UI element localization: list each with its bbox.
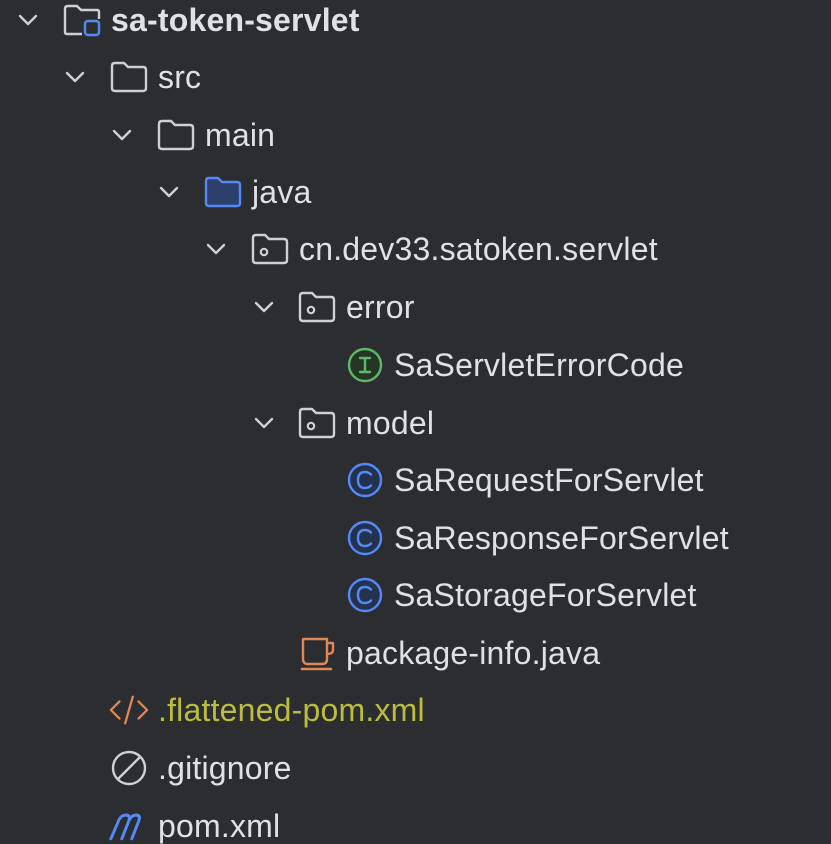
module-folder-icon: [62, 0, 102, 40]
tree-node-label: java: [252, 174, 312, 210]
tree-node-pom[interactable]: pom.xml: [0, 797, 831, 844]
package-icon: [250, 229, 290, 269]
tree-node-label: SaRequestForServlet: [394, 462, 704, 498]
tree-node-package-root[interactable]: cn.dev33.satoken.servlet: [0, 220, 831, 278]
ignore-file-icon: [109, 748, 149, 788]
chevron-down-icon[interactable]: [155, 178, 183, 206]
interface-icon: [345, 345, 385, 385]
chevron-down-icon[interactable]: [14, 6, 42, 34]
tree-node-flattened-pom[interactable]: .flattened-pom.xml: [0, 681, 831, 739]
tree-node-model[interactable]: model: [0, 394, 831, 452]
tree-node-label: cn.dev33.satoken.servlet: [299, 231, 658, 267]
class-icon: [345, 518, 385, 558]
tree-node-label: main: [205, 117, 276, 153]
tree-node-sa-response-for-servlet[interactable]: SaResponseForServlet: [0, 509, 831, 567]
java-file-icon: [298, 633, 338, 673]
tree-node-package-info[interactable]: package-info.java: [0, 624, 831, 682]
chevron-down-icon[interactable]: [250, 293, 278, 321]
package-icon: [297, 403, 337, 443]
tree-node-label: model: [346, 405, 435, 441]
tree-node-label: SaResponseForServlet: [394, 520, 729, 556]
tree-node-src[interactable]: src: [0, 48, 831, 106]
class-icon: [345, 460, 385, 500]
class-icon: [345, 575, 385, 615]
chevron-down-icon[interactable]: [202, 235, 230, 263]
tree-node-label: pom.xml: [158, 808, 281, 844]
package-icon: [297, 287, 337, 327]
tree-node-label: src: [158, 59, 202, 95]
tree-node-sa-servlet-error-code[interactable]: SaServletErrorCode: [0, 336, 831, 394]
chevron-down-icon[interactable]: [108, 121, 136, 149]
tree-node-main[interactable]: main: [0, 106, 831, 164]
chevron-down-icon[interactable]: [61, 63, 89, 91]
tree-node-sa-request-for-servlet[interactable]: SaRequestForServlet: [0, 451, 831, 509]
tree-node-label: .flattened-pom.xml: [158, 692, 425, 728]
tree-node-label: SaServletErrorCode: [394, 347, 684, 383]
maven-icon: [108, 806, 148, 844]
tree-node-sa-token-servlet[interactable]: sa-token-servlet: [0, 0, 831, 49]
folder-icon: [109, 57, 149, 97]
xml-file-icon: [109, 690, 149, 730]
source-root-folder-icon: [203, 172, 243, 212]
tree-node-java[interactable]: java: [0, 163, 831, 221]
tree-node-label: error: [346, 289, 415, 325]
tree-node-gitignore[interactable]: .gitignore: [0, 739, 831, 797]
folder-icon: [156, 115, 196, 155]
tree-node-label: .gitignore: [158, 750, 292, 786]
tree-node-label: SaStorageForServlet: [394, 577, 697, 613]
tree-node-sa-storage-for-servlet[interactable]: SaStorageForServlet: [0, 566, 831, 624]
tree-node-error[interactable]: error: [0, 278, 831, 336]
tree-node-label: sa-token-servlet: [111, 2, 360, 38]
chevron-down-icon[interactable]: [250, 409, 278, 437]
tree-node-label: package-info.java: [346, 635, 601, 671]
